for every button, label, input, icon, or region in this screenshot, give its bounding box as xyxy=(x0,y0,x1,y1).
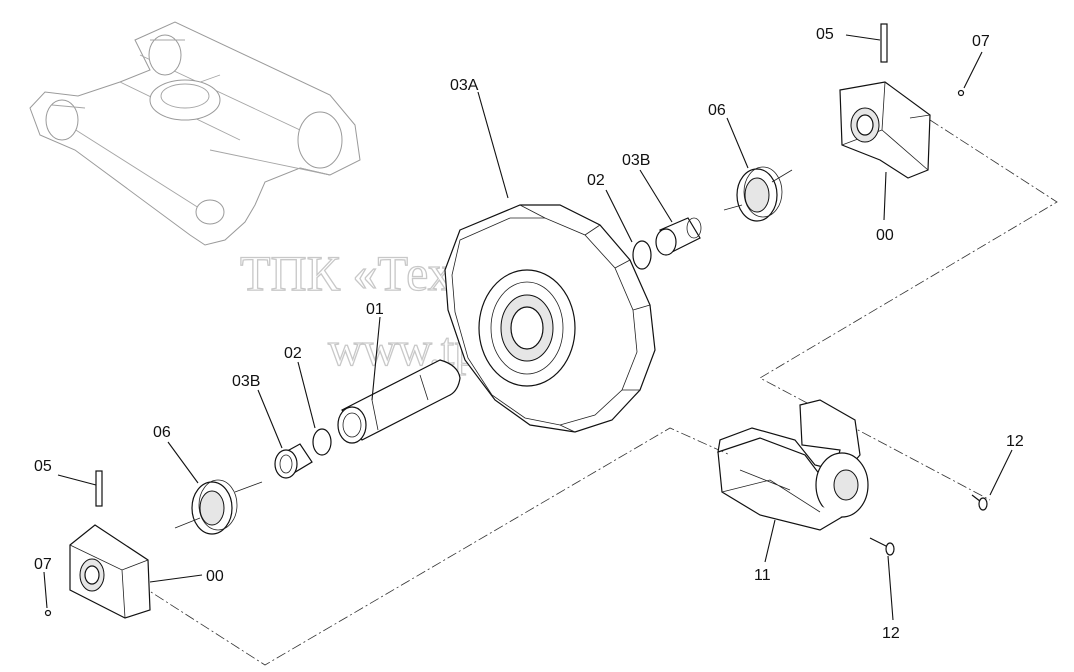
label-07-top: 07 xyxy=(972,33,990,50)
part-labels: 03A 05 07 06 03B 02 00 01 02 03B 06 05 0… xyxy=(34,26,1024,642)
label-06-top: 06 xyxy=(708,102,726,119)
label-12-right: 12 xyxy=(1006,433,1024,450)
o-ring-02-bottom xyxy=(312,428,332,456)
label-00-top: 00 xyxy=(876,227,894,244)
label-05-bottom: 05 xyxy=(34,458,52,475)
idler-wheel-03a xyxy=(444,204,656,433)
bolt-12-bottom xyxy=(869,537,895,556)
label-02-bottom: 02 xyxy=(284,345,302,362)
label-01: 01 xyxy=(366,301,384,318)
label-00-bottom: 00 xyxy=(206,568,224,585)
seal-06-top xyxy=(736,166,783,222)
label-03b-bottom: 03B xyxy=(232,373,260,390)
label-11: 11 xyxy=(754,567,771,584)
label-06-bottom: 06 xyxy=(153,424,171,441)
undercarriage-overview xyxy=(29,21,361,246)
o-ring-02-top xyxy=(632,240,652,270)
bearing-housing-00-bottom xyxy=(69,524,151,619)
leader-lines xyxy=(43,34,1013,621)
nipple-07-top xyxy=(957,89,965,97)
bearing-housing-00-top xyxy=(839,81,931,179)
label-07-bottom: 07 xyxy=(34,556,52,573)
support-bracket-11 xyxy=(717,399,869,531)
label-05-top: 05 xyxy=(816,26,834,43)
label-02-top: 02 xyxy=(587,172,605,189)
seal-06-bottom xyxy=(191,479,238,535)
label-03b-top: 03B xyxy=(622,152,650,169)
bushing-03b-top xyxy=(655,217,702,256)
pin-05-top xyxy=(880,23,888,63)
bolt-12-right xyxy=(971,494,988,511)
label-03a: 03A xyxy=(450,77,479,94)
bushing-03b-bottom xyxy=(274,443,313,479)
pin-05-bottom xyxy=(95,470,103,507)
label-12-bottom: 12 xyxy=(882,625,900,642)
assembly-centerlines xyxy=(139,119,1058,666)
nipple-07-bottom xyxy=(44,609,52,617)
shaft-01 xyxy=(337,359,461,444)
